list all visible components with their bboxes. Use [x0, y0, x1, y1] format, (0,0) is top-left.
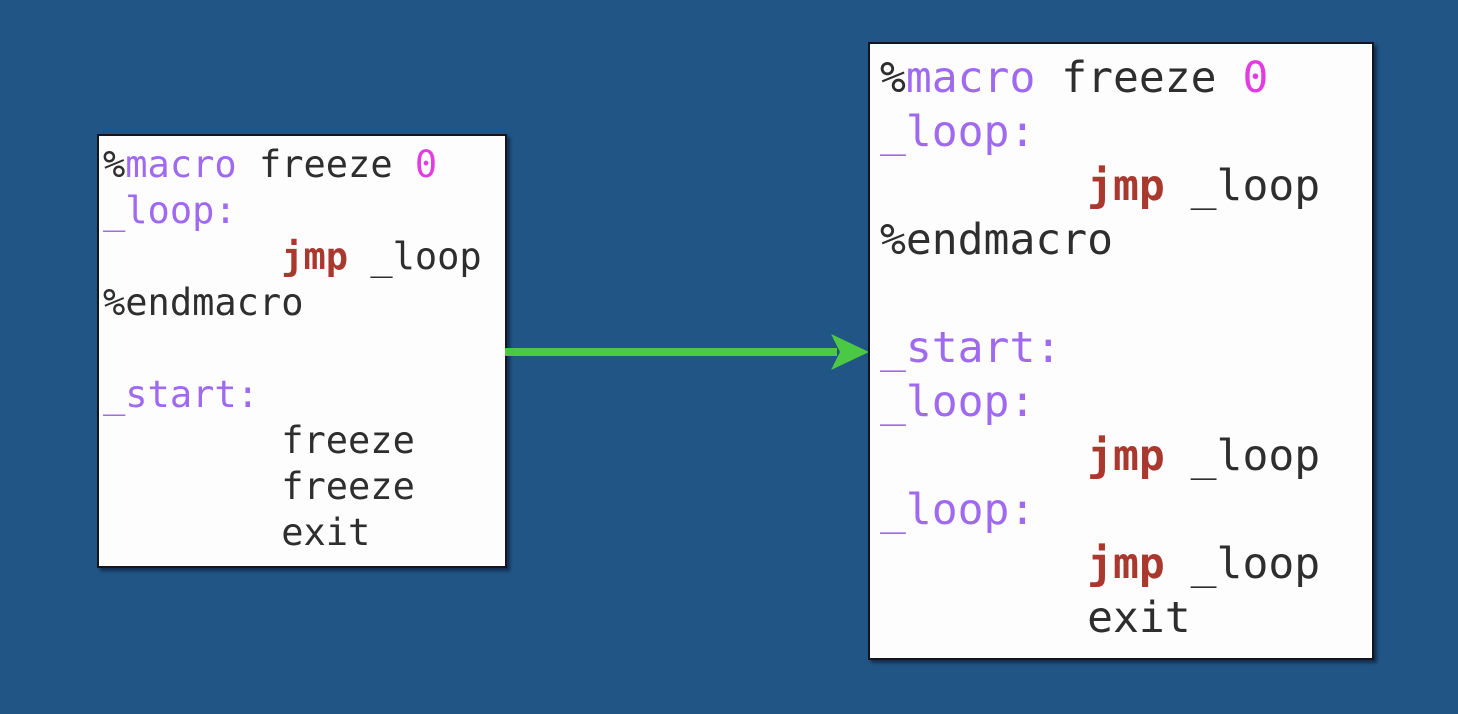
code-token-default: exit: [880, 593, 1191, 643]
code-line: [103, 326, 501, 372]
code-line: jmp _loop: [103, 234, 501, 280]
expanded-code-panel: %macro freeze 0_loop: jmp _loop%endmacro…: [868, 42, 1374, 660]
code-token-default: [880, 161, 1087, 211]
code-token-keyword: _loop:: [880, 377, 1036, 427]
code-line: jmp _loop: [880, 537, 1362, 591]
code-line: freeze: [103, 418, 501, 464]
code-token-keyword: _loop:: [103, 189, 237, 232]
code-token-instruction: jmp: [1087, 161, 1165, 211]
code-line: freeze: [103, 464, 501, 510]
code-token-default: %: [103, 143, 126, 186]
code-token-keyword: _start:: [103, 373, 259, 416]
code-line: _start:: [103, 372, 501, 418]
code-token-instruction: jmp: [1087, 539, 1165, 589]
code-token-default: [103, 235, 281, 278]
code-token-default: _loop: [1164, 161, 1321, 211]
code-token-default: freeze: [103, 419, 415, 462]
code-token-number: 0: [414, 143, 438, 186]
code-line: [880, 267, 1362, 321]
code-token-default: exit: [103, 511, 371, 554]
code-line: %macro freeze 0: [880, 51, 1362, 105]
code-token-instruction: jmp: [281, 235, 349, 278]
code-token-default: %: [880, 53, 906, 103]
code-token-number: 0: [1242, 53, 1269, 103]
code-token-default: %endmacro: [103, 281, 304, 324]
source-code-panel: %macro freeze 0_loop: jmp _loop%endmacro…: [97, 134, 507, 568]
expansion-arrow-icon: [505, 334, 869, 370]
code-token-default: freeze: [1035, 53, 1243, 103]
code-line: _start:: [880, 321, 1362, 375]
code-token-keyword: macro: [905, 53, 1036, 103]
code-token-default: freeze: [236, 143, 415, 186]
code-token-default: [880, 539, 1087, 589]
code-token-default: %endmacro: [880, 215, 1113, 265]
code-token-keyword: _start:: [880, 323, 1062, 373]
code-line: _loop:: [103, 188, 501, 234]
code-line: exit: [103, 510, 501, 556]
code-line: jmp _loop: [880, 429, 1362, 483]
code-token-keyword: _loop:: [880, 485, 1036, 535]
code-line: exit: [880, 591, 1362, 645]
code-token-default: freeze: [103, 465, 415, 508]
code-token-instruction: jmp: [1087, 431, 1165, 481]
code-line: _loop:: [880, 483, 1362, 537]
code-token-default: _loop: [1164, 539, 1321, 589]
code-token-keyword: macro: [125, 143, 237, 186]
code-token-default: _loop: [1164, 431, 1321, 481]
code-line: jmp _loop: [880, 159, 1362, 213]
code-line: %macro freeze 0: [103, 142, 501, 188]
code-line: %endmacro: [103, 280, 501, 326]
code-token-keyword: _loop:: [880, 107, 1036, 157]
code-line: %endmacro: [880, 213, 1362, 267]
code-line: _loop:: [880, 105, 1362, 159]
code-token-default: _loop: [348, 235, 482, 278]
code-line: _loop:: [880, 375, 1362, 429]
code-token-default: [880, 431, 1087, 481]
